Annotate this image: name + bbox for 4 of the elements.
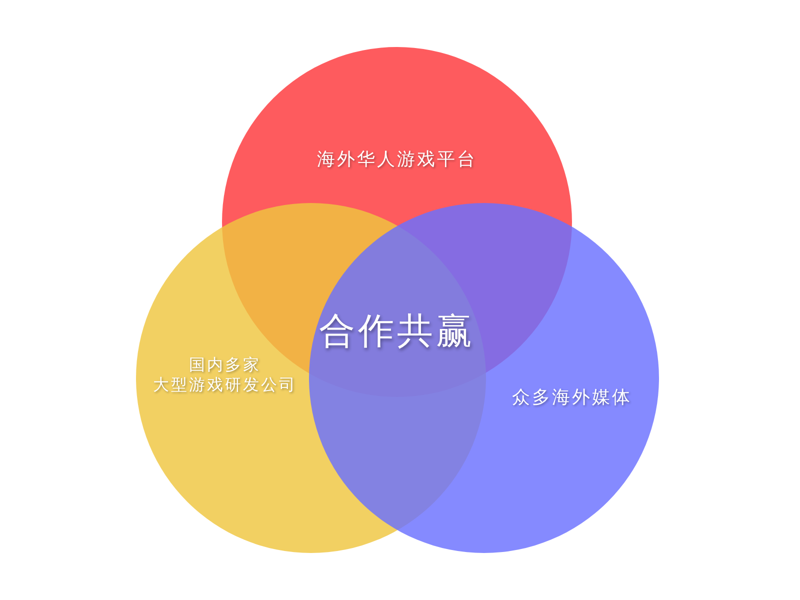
circle-label: 众多海外媒体: [512, 386, 632, 409]
center-label: 合作共赢: [319, 310, 475, 354]
circle-label: 国内多家大型游戏研发公司: [153, 355, 297, 395]
circle-label: 海外华人游戏平台: [317, 148, 477, 171]
